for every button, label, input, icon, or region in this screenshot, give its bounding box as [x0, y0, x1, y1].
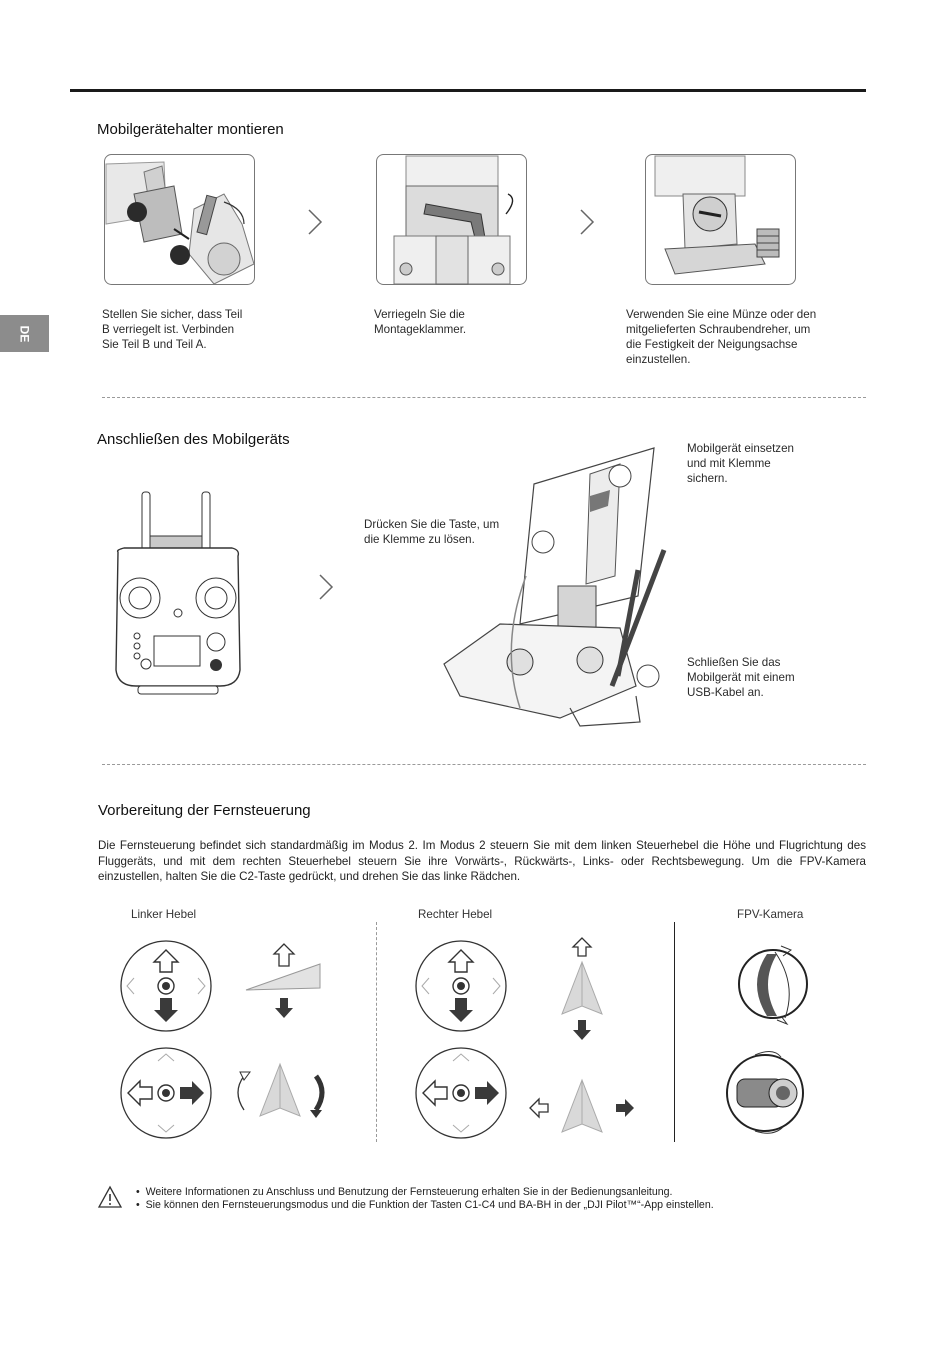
caption-line: Verriegeln Sie die [374, 307, 574, 322]
remote-with-mobile-illustration [440, 446, 676, 734]
caption-line: Schließen Sie das [687, 655, 857, 670]
caption-line: Stellen Sie sicher, dass Teil [102, 307, 302, 322]
mount-step1-illustration [104, 154, 256, 286]
fpv-camera-tilt-icon [725, 1045, 807, 1137]
caption-line: die Klemme zu lösen. [364, 532, 534, 547]
prepare-paragraph: Die Fernsteuerung befindet sich standard… [98, 838, 866, 885]
label-right-stick: Rechter Hebel [418, 908, 492, 921]
section-title-prepare: Vorbereitung der Fernsteuerung [98, 802, 311, 819]
caption-line: Sie Teil B und Teil A. [102, 337, 302, 352]
column-divider [674, 922, 675, 1142]
note-item: • Sie können den Fernsteuerungsmodus und… [136, 1199, 714, 1211]
caption-line: die Festigkeit der Neigungsachse [626, 337, 866, 352]
note-text: Sie können den Fernsteuerungsmodus und d… [146, 1199, 714, 1211]
connect-callout-insert: Mobilgerät einsetzen und mit Klemme sich… [687, 441, 857, 486]
caption-line: sichern. [687, 471, 857, 486]
section-divider [102, 397, 866, 398]
caption-line: Mobilgerät einsetzen [687, 441, 857, 456]
section-title-connect: Anschließen des Mobilgeräts [97, 431, 290, 448]
caption-line: Drücken Sie die Taste, um [364, 517, 534, 532]
caption-line: Montageklammer. [374, 322, 574, 337]
header-rule [70, 89, 866, 92]
mount-step2-illustration [376, 154, 528, 286]
step-arrow-2-icon [579, 208, 595, 236]
note-item: • Weitere Informationen zu Anschluss und… [136, 1186, 673, 1198]
note-text: Weitere Informationen zu Anschluss und B… [146, 1186, 673, 1198]
section-divider [102, 764, 866, 765]
column-divider [376, 922, 377, 1142]
roll-movement-icon [530, 1080, 634, 1136]
mount-step2-caption: Verriegeln Sie die Montageklammer. [374, 307, 574, 337]
remote-controller-illustration [110, 490, 246, 696]
step-arrow-1-icon [307, 208, 323, 236]
left-stick-rotate-icon [120, 1047, 212, 1139]
caption-line: USB-Kabel an. [687, 685, 857, 700]
label-fpv-camera: FPV-Kamera [737, 908, 803, 921]
caption-line: Verwenden Sie eine Münze oder den [626, 307, 866, 322]
caption-line: B verriegelt ist. Verbinden [102, 322, 302, 337]
label-left-stick: Linker Hebel [131, 908, 196, 921]
altitude-change-icon [244, 944, 326, 1020]
fpv-dial-icon [737, 944, 809, 1026]
right-stick-forward-icon [415, 940, 507, 1032]
caption-line: und mit Klemme [687, 456, 857, 471]
mount-step3-caption: Verwenden Sie eine Münze oder den mitgel… [626, 307, 866, 367]
language-tab[interactable]: DE [0, 315, 49, 352]
caption-line: einzustellen. [626, 352, 866, 367]
warning-icon [98, 1186, 122, 1208]
connect-callout-usb: Schließen Sie das Mobilgerät mit einem U… [687, 655, 857, 700]
caption-line: Mobilgerät mit einem [687, 670, 857, 685]
right-stick-roll-icon [415, 1047, 507, 1139]
mount-step1-caption: Stellen Sie sicher, dass Teil B verriege… [102, 307, 302, 352]
section-title-mount: Mobilgerätehalter montieren [97, 121, 284, 138]
step-arrow-3-icon [318, 573, 334, 601]
left-stick-updown-icon [120, 940, 212, 1032]
yaw-rotation-icon [230, 1062, 330, 1128]
language-tab-label: DE [17, 325, 31, 342]
pitch-movement-icon [556, 938, 608, 1042]
connect-callout-release: Drücken Sie die Taste, um die Klemme zu … [364, 517, 534, 547]
mount-step3-illustration [645, 154, 797, 286]
caption-line: mitgelieferten Schraubendreher, um [626, 322, 866, 337]
